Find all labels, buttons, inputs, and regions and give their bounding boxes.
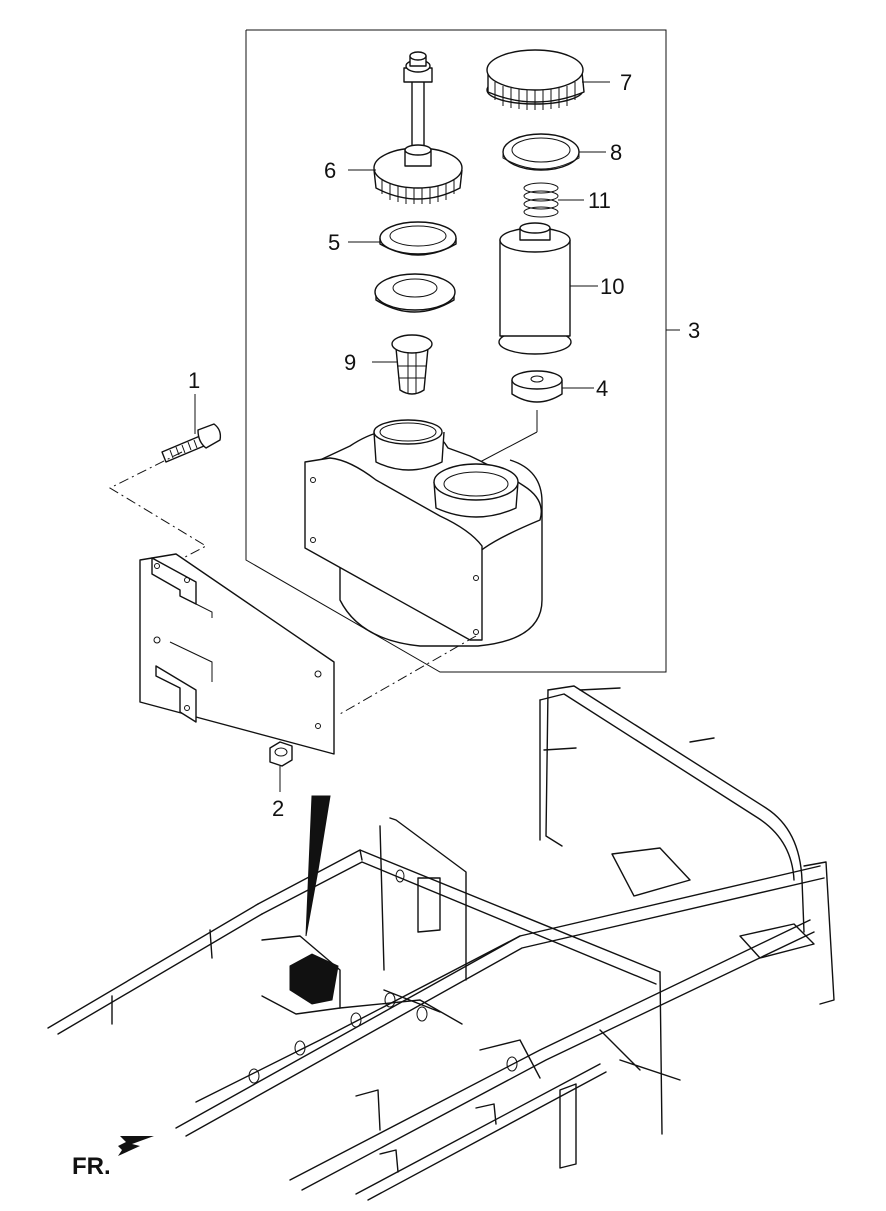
mounting-bracket [139, 553, 335, 755]
part-4-bushing [511, 370, 563, 403]
callout-10: 10 [600, 274, 624, 299]
location-pointer [305, 795, 331, 937]
callout-9: 9 [344, 350, 356, 375]
callout-1: 1 [188, 368, 200, 393]
callout-7: 7 [620, 70, 632, 95]
vehicle-frame [47, 685, 835, 1201]
reservoir-tank [304, 419, 543, 647]
cap-bolt [403, 51, 433, 153]
callout-11: 11 [588, 188, 611, 213]
reservoir-location [289, 953, 339, 1005]
callout-3: 3 [688, 318, 700, 343]
callout-8: 8 [610, 140, 622, 165]
part-2-nut [269, 741, 293, 767]
callout-6: 6 [324, 158, 336, 183]
part-1-bolt [161, 423, 222, 463]
callout-4: 4 [596, 376, 608, 401]
callout-2: 2 [272, 796, 284, 821]
part-7-cap [486, 49, 585, 110]
adapter-ring [374, 273, 456, 313]
part-11-spring [523, 182, 559, 218]
callout-5: 5 [328, 230, 340, 255]
part-6-cap [373, 144, 463, 204]
part-9-strainer [391, 334, 433, 395]
assembly-frame [245, 29, 667, 673]
front-arrow-icon [118, 1136, 154, 1156]
part-5-seal [379, 221, 457, 256]
part-10-filter [498, 222, 572, 355]
front-direction-label: FR. [72, 1153, 111, 1180]
part-8-seal [502, 133, 580, 171]
